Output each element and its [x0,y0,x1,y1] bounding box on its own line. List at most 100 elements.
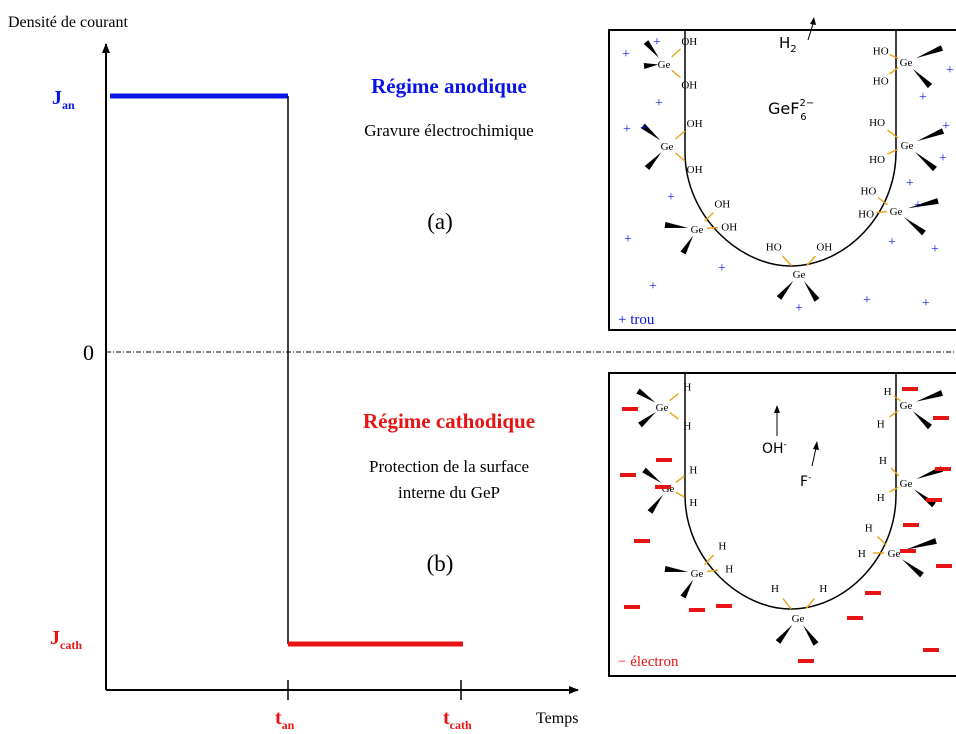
surface-bond [669,392,679,402]
electron-minus [936,564,952,568]
ge-atom-label: Ge [691,224,704,236]
electron-minus [716,604,732,608]
electron-minus [933,416,949,420]
ligand-label: H [771,583,779,595]
bond-wedge [916,45,944,59]
electron-minus [935,467,951,471]
t-cath-label: tcath [443,707,472,732]
electron-minus [634,539,650,543]
electron-minus [655,485,671,489]
ge-atom-label: Ge [901,140,914,152]
legend-hole: + trou [618,312,655,328]
hole-plus: + [922,296,930,311]
panel-b-frame [608,372,956,677]
surface-bond [887,129,899,139]
hole-plus: + [919,90,927,105]
ligand-label: OH [681,80,697,92]
electron-minus [923,648,939,652]
panel-b-label: (b) [427,551,454,576]
surface-bond [887,148,899,155]
ligand-label: HO [766,241,782,253]
svg-text:F-: F- [800,473,811,490]
bond-wedge [913,489,936,508]
j-cath-label: Jcath [50,627,82,652]
panel-a-label: (a) [427,209,453,234]
bond-wedge [912,68,933,89]
current-density-graph: Densité de courant Temps 0 Jan Jcath tan… [8,14,956,732]
ligand-label: OH [687,118,703,130]
ge-atom-label: Ge [888,548,901,560]
ligand-label: OH [687,164,703,176]
bond-wedge [901,559,924,578]
ligand-label: HO [873,75,889,87]
electron-minus [620,473,636,477]
ligand-label: H [689,465,697,477]
surface-bond [706,226,719,229]
ge-atom-label: Ge [890,206,903,218]
hole-plus: + [653,35,661,50]
oh-species: OH- [762,405,787,457]
ligand-label: H [819,583,827,595]
bond-wedge [907,198,939,209]
electron-minus [798,659,814,663]
ligand-label: OH [816,241,832,253]
ligand-label: H [858,548,866,560]
hole-plus: + [655,96,663,111]
hole-plus: + [946,63,954,78]
anodic-description: Gravure électrochimique [364,121,533,140]
hole-plus: + [863,293,871,308]
hole-plus: + [624,232,632,247]
ligand-label: HO [869,117,885,129]
ligand-label: OH [681,36,697,48]
ligand-label: HO [860,185,876,197]
bond-wedge [803,625,819,646]
electron-minus [689,608,705,612]
surface-bond [671,48,681,58]
hole-plus: + [914,198,922,213]
cathodic-description-line1: Protection de la surface [369,457,529,476]
bond-wedge [642,467,662,483]
svg-text:OH-: OH- [762,440,787,457]
gef6-species: GeF2−6 [768,98,814,123]
hole-plus: + [640,121,648,136]
t-an-label: tan [275,707,295,732]
surface-bond [781,255,792,267]
electron-minus [656,458,672,462]
surface-bond [805,598,816,610]
surface-bond [675,475,685,483]
ge-atom-label: Ge [793,269,806,281]
ligand-label: H [725,563,733,575]
ge-atom-label: Ge [900,57,913,69]
ligand-label: HO [869,154,885,166]
hole-plus: + [939,151,947,166]
zero-label: 0 [83,340,94,365]
ligand-label: OH [721,222,737,234]
hole-plus: + [906,176,914,191]
electron-minus [926,498,942,502]
ligand-label: H [879,455,887,467]
bond-wedge [776,280,794,300]
ge-atom-label: Ge [900,478,913,490]
surface-bond [704,554,715,566]
bond-wedge [680,235,694,255]
hole-plus: + [931,242,939,257]
surface-bond [674,152,686,162]
bond-wedge [804,281,820,302]
electron-minus [847,616,863,620]
cathodic-regime-title: Régime cathodique [363,409,535,433]
ge-atom-label: Ge [658,59,671,71]
ge-atom-label: Ge [661,141,674,153]
bond-wedge [636,388,656,403]
svg-text:H2: H2 [779,34,797,55]
h2-species: H2 [779,17,816,55]
hole-plus: + [942,119,950,134]
pore-b-wall [684,373,897,610]
ligand-label: H [683,420,691,432]
surface-bond [669,412,679,420]
bond-wedge [903,217,926,236]
cathodic-pore-panel: − électron OH- F- GeHHGeHHGeHHGeHHGeHHGe… [608,372,956,677]
ligand-label: HO [873,46,889,58]
ge-atom-label: Ge [656,402,669,414]
